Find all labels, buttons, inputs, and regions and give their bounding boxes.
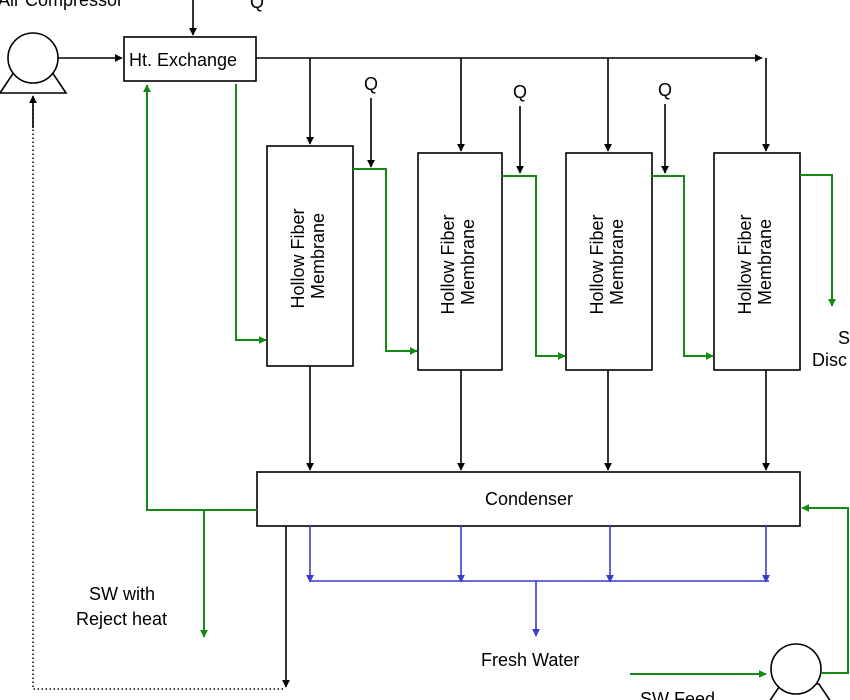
heat-exchanger-label: Ht. Exchange [129,50,237,70]
membrane-label-line1: Hollow Fiber [288,208,308,308]
membrane-label-line1: Hollow Fiber [735,214,755,314]
heat-exchanger-box [123,36,257,82]
membrane-unit-1: Hollow Fiber Membrane [266,145,354,367]
svg-text:Hollow Fiber Membrane: Hollow Fiber Membrane [735,209,775,314]
heat-input-q-top: Q [250,0,264,12]
seawater-feed-to-membrane-1 [235,84,267,344]
seawater-return-to-exchanger [143,84,257,511]
seawater-reject-label-line1: SW with [89,584,155,604]
heat-input-q-3: Q [658,80,672,100]
svg-text:Hollow Fiber Membrane: Hollow Fiber Membrane [587,209,627,314]
membrane-unit-3: Hollow Fiber Membrane [565,152,653,371]
seawater-reject-label-line2: Reject heat [76,609,167,629]
heat-input-q-2: Q [513,82,527,102]
seawater-membrane-1-to-2 [353,168,418,355]
seawater-membrane-3-to-4 [652,175,714,360]
membrane-label-line2: Membrane [607,219,627,305]
seawater-pump-to-condenser [801,504,849,674]
membrane-unit-2: Hollow Fiber Membrane [417,152,503,371]
air-recycle-line [32,96,283,690]
heat-input-q-1: Q [364,74,378,94]
membrane-unit-4: Hollow Fiber Membrane [713,152,801,371]
seawater-feed-pump-icon [769,643,831,700]
svg-text:Hollow Fiber Membrane: Hollow Fiber Membrane [288,203,328,308]
membrane-label-line1: Hollow Fiber [438,214,458,314]
air-compressor-label: Air Compressor [0,0,123,10]
svg-text:Hollow Fiber Membrane: Hollow Fiber Membrane [438,209,478,314]
condenser-label: Condenser [485,489,573,509]
air-compressor-icon [0,32,68,94]
seawater-discharge-label-line2: Disc [812,350,847,370]
seawater-membrane-2-to-3 [502,175,566,360]
seawater-feed-label: SW Feed [640,689,715,700]
fresh-water-label: Fresh Water [481,650,579,670]
membrane-label-line2: Membrane [755,219,775,305]
seawater-discharge-label-line1: S [838,328,850,348]
membrane-label-line2: Membrane [308,213,328,299]
condenser-box [256,471,801,527]
membrane-label-line2: Membrane [458,219,478,305]
seawater-discharge-line [800,174,836,307]
membrane-label-line1: Hollow Fiber [587,214,607,314]
